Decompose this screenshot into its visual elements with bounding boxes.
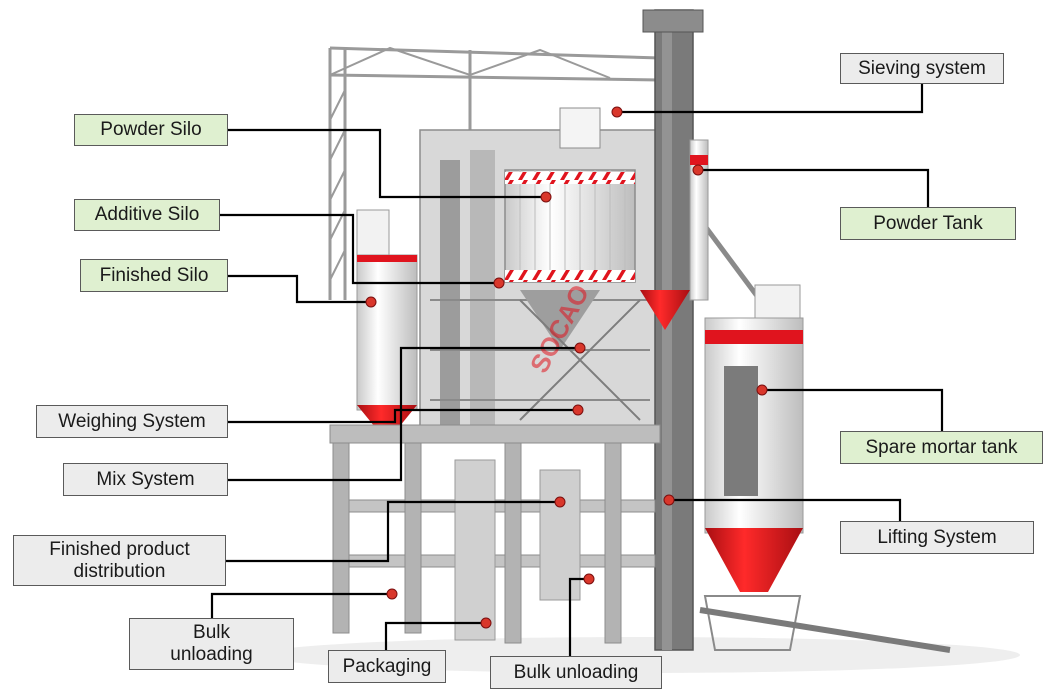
label-powder-silo: Powder Silo	[74, 114, 228, 146]
marker-dot-weighing	[573, 405, 583, 415]
marker-dot-sieving	[612, 107, 622, 117]
marker-dot-bulk-left	[387, 589, 397, 599]
marker-dot-mix	[575, 343, 585, 353]
label-bulk-unloading-left-line-2: unloading	[170, 644, 252, 666]
label-bulk-unloading-left: Bulk unloading	[129, 618, 294, 670]
label-spare-mortar-tank: Spare mortar tank	[840, 431, 1043, 464]
label-finished-product-distribution-line-1: Finished product	[49, 539, 189, 561]
leader-bulk-unloading-left	[212, 594, 392, 619]
label-bulk-unloading-left-line-1: Bulk	[193, 622, 230, 644]
label-lifting-system: Lifting System	[840, 521, 1034, 554]
label-finished-product-distribution-line-2: distribution	[74, 561, 166, 583]
label-mix-system: Mix System	[63, 463, 228, 496]
marker-dot-bulk-bottom	[584, 574, 594, 584]
marker-dot-additive-silo	[494, 278, 504, 288]
marker-dot-powder-tank	[693, 165, 703, 175]
spare-mortar-tank-vessel	[700, 285, 950, 650]
leader-finished-silo	[228, 276, 371, 302]
label-additive-silo: Additive Silo	[74, 199, 220, 231]
marker-dot-distribution	[555, 497, 565, 507]
label-sieving-system: Sieving system	[840, 53, 1004, 84]
marker-dot-powder-silo	[541, 192, 551, 202]
label-powder-tank: Powder Tank	[840, 207, 1016, 240]
marker-dot-spare-tank	[757, 385, 767, 395]
marker-dot-finished-silo	[366, 297, 376, 307]
base-platform	[330, 425, 660, 643]
label-finished-silo: Finished Silo	[80, 259, 228, 292]
label-finished-product-distribution: Finished product distribution	[13, 535, 226, 586]
label-packaging: Packaging	[328, 650, 446, 683]
label-bulk-unloading-bottom: Bulk unloading	[490, 656, 662, 689]
finished-silo-vessel	[357, 210, 417, 432]
marker-dot-packaging	[481, 618, 491, 628]
leader-powder-tank	[698, 170, 928, 208]
marker-dot-lifting	[664, 495, 674, 505]
label-weighing-system: Weighing System	[36, 405, 228, 438]
